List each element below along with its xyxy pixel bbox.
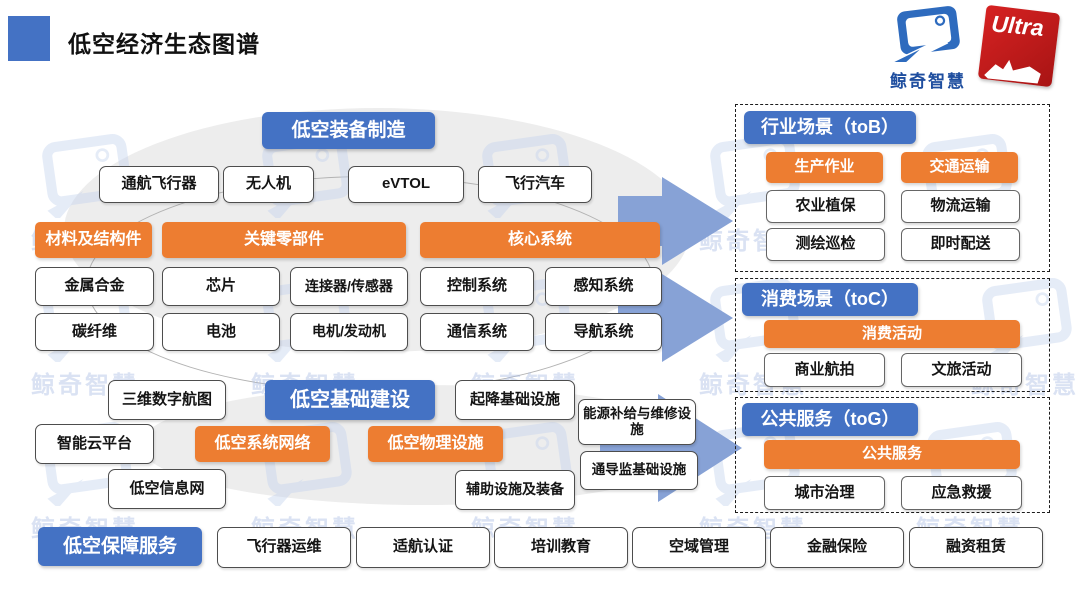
box-urban-governance: 城市治理	[764, 476, 885, 510]
box-control-system: 控制系统	[420, 267, 534, 306]
header-system-network: 低空系统网络	[195, 426, 330, 462]
box-cns-facilities: 通导监基础设施	[580, 451, 698, 490]
box-connector-sensor: 连接器/传感器	[290, 267, 408, 306]
box-general-aviation-aircraft: 通航飞行器	[99, 166, 219, 203]
box-carbon-fiber: 碳纤维	[35, 313, 154, 351]
box-airspace-management: 空域管理	[632, 527, 766, 568]
header-key-components: 关键零部件	[162, 222, 406, 258]
box-smart-cloud-platform: 智能云平台	[35, 424, 154, 464]
box-takeoff-landing-facilities: 起降基础设施	[455, 380, 575, 420]
box-commercial-photography: 商业航拍	[764, 353, 885, 387]
box-finance-insurance: 金融保险	[770, 527, 904, 568]
box-energy-maintenance-facilities: 能源补给与维修设施	[578, 399, 696, 445]
header-toc: 消费场景（toC）	[742, 283, 918, 316]
header-production-operations: 生产作业	[766, 152, 883, 183]
header-infrastructure: 低空基础建设	[265, 380, 435, 420]
banner-public-services: 公共服务	[764, 440, 1020, 469]
page-title: 低空经济生态图谱	[68, 31, 260, 57]
box-3d-digital-map: 三维数字航图	[108, 380, 226, 420]
header-physical-facilities: 低空物理设施	[368, 426, 503, 462]
box-evtol: eVTOL	[348, 166, 464, 203]
brand-name: 鲸奇智慧	[890, 72, 966, 91]
header-materials: 材料及结构件	[35, 222, 152, 258]
brand-logo: 鲸奇智慧	[884, 6, 972, 92]
box-instant-delivery: 即时配送	[901, 228, 1020, 261]
title-accent-square	[8, 16, 50, 61]
header-tob: 行业场景（toB）	[744, 111, 916, 144]
box-perception-system: 感知系统	[545, 267, 662, 306]
box-communication-system: 通信系统	[420, 313, 534, 351]
box-motor-engine: 电机/发动机	[290, 313, 408, 351]
panel-toc	[735, 278, 1050, 392]
box-flying-car: 飞行汽车	[478, 166, 592, 203]
box-emergency-rescue: 应急救援	[901, 476, 1022, 510]
header-tog: 公共服务（toG）	[742, 403, 918, 436]
ultra-label: Ultra	[990, 10, 1045, 41]
watermark-logo-icon	[42, 134, 132, 221]
box-battery: 电池	[162, 313, 280, 351]
header-core-systems: 核心系统	[420, 222, 660, 258]
ultra-badge: Ultra	[977, 4, 1061, 88]
box-metal-alloy: 金属合金	[35, 267, 154, 306]
box-chip: 芯片	[162, 267, 280, 306]
header-transportation: 交通运输	[901, 152, 1018, 183]
box-financing-leasing: 融资租赁	[909, 527, 1043, 568]
box-agriculture-protection: 农业植保	[766, 190, 885, 223]
box-logistics-transport: 物流运输	[901, 190, 1020, 223]
box-aircraft-maintenance: 飞行器运维	[217, 527, 351, 568]
panel-tob	[735, 104, 1050, 272]
box-cultural-tourism: 文旅活动	[901, 353, 1022, 387]
brand-logo-icon	[892, 6, 960, 68]
box-airworthiness-certification: 适航认证	[356, 527, 490, 568]
box-low-altitude-info-network: 低空信息网	[108, 469, 226, 509]
banner-consumer-activities: 消费活动	[764, 320, 1020, 348]
box-surveying-inspection: 测绘巡检	[766, 228, 885, 261]
header-equipment-manufacturing: 低空装备制造	[262, 112, 435, 149]
rhino-icon	[984, 59, 1041, 84]
box-drone: 无人机	[223, 166, 314, 203]
box-training-education: 培训教育	[494, 527, 628, 568]
box-navigation-system: 导航系统	[545, 313, 662, 351]
box-auxiliary-facilities: 辅助设施及装备	[455, 470, 575, 510]
header-support-services: 低空保障服务	[38, 527, 202, 566]
